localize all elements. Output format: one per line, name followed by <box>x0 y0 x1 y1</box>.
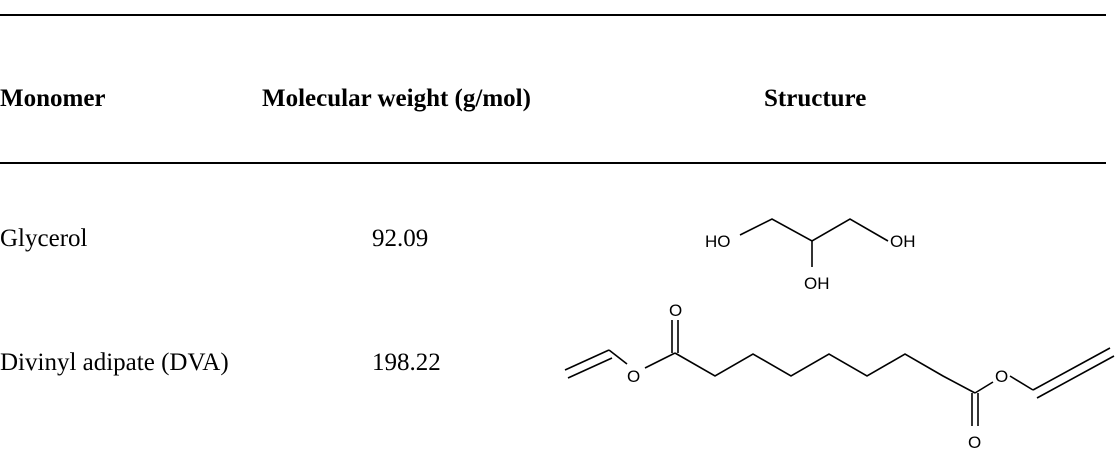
dva-left-vinyl-bond-a <box>564 349 610 371</box>
dva-right-vinyl-bond-a <box>1032 347 1111 391</box>
header-structure: Structure <box>764 85 867 112</box>
header-monomer: Monomer <box>0 85 106 112</box>
dva-top-o-label: O <box>669 301 682 320</box>
table-row-glycerol-monomer: Glycerol <box>0 225 88 252</box>
dva-ester-o-right-label: O <box>995 367 1008 386</box>
dva-left-vinyl-bond-b <box>567 357 613 379</box>
dva-left-vinyl-to-o <box>608 349 628 365</box>
table-row-dva-weight: 198.22 <box>372 349 441 376</box>
glycerol-structure: HO OH OH <box>705 218 916 293</box>
table-row-dva-monomer: Divinyl adipate (DVA) <box>0 349 229 376</box>
glycerol-backbone <box>739 218 889 242</box>
table-header-rule <box>0 162 1106 164</box>
glycerol-ho-left-label: HO <box>705 232 731 251</box>
header-molecular-weight: Molecular weight (g/mol) <box>262 85 531 112</box>
dva-o-to-right-vinyl <box>1009 375 1034 391</box>
dva-bottom-o-label: O <box>968 433 981 451</box>
dva-o-to-carbonyl-left <box>644 352 676 369</box>
divinyl-adipate-structure: O O O O <box>564 301 1115 451</box>
dva-right-vinyl-bond-b <box>1036 355 1115 399</box>
glycerol-oh-bottom-label: OH <box>804 274 830 293</box>
glycerol-oh-right-label: OH <box>890 232 916 251</box>
table-top-rule <box>0 14 1106 16</box>
dva-ester-o-left-label: O <box>627 367 640 386</box>
dva-carbonyl-to-o-right <box>974 381 994 394</box>
table-row-glycerol-weight: 92.09 <box>372 225 429 252</box>
dva-adipate-chain <box>674 352 976 394</box>
